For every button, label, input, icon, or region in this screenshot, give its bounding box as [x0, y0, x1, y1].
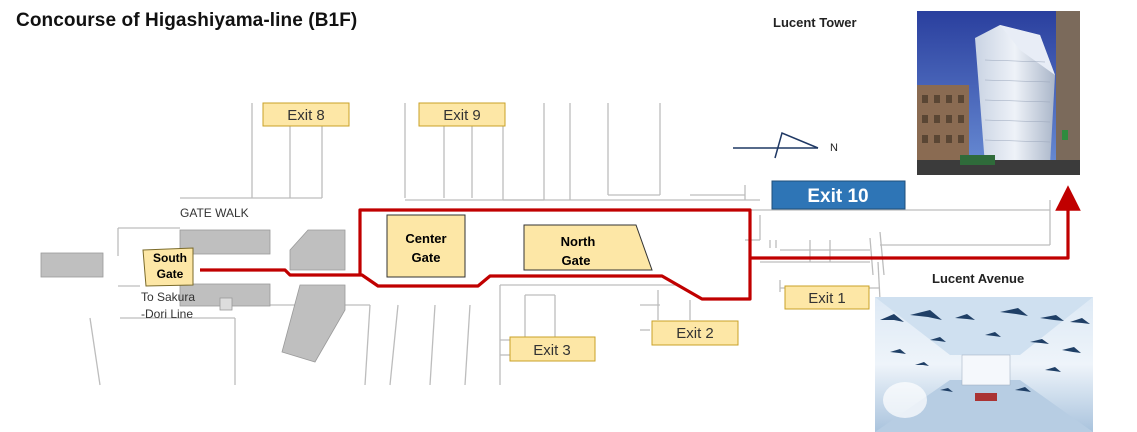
exit-1-sign[interactable]: Exit 1: [784, 285, 870, 310]
exit-10-label: Exit 10: [807, 186, 868, 207]
lucent-avenue-photo: [875, 297, 1093, 432]
center-gate-label-2: Gate: [412, 250, 441, 265]
lucent-tower-label: Lucent Tower: [773, 15, 857, 30]
south-gate: South Gate: [142, 247, 194, 287]
north-gate-label-2: Gate: [562, 253, 591, 268]
north-gate: North Gate: [523, 224, 653, 271]
exit-8-sign[interactable]: Exit 8: [262, 102, 350, 127]
to-sakura-label-2: -Dori Line: [141, 307, 193, 321]
route: [200, 185, 1081, 301]
north-arrow-icon: N: [733, 131, 838, 159]
exit-9-sign[interactable]: Exit 9: [418, 102, 506, 127]
center-gate-label-1: Center: [405, 231, 446, 246]
exit-1-label: Exit 1: [808, 290, 846, 307]
center-gate: Center Gate: [386, 214, 466, 278]
exit-3-label: Exit 3: [533, 342, 571, 359]
exit-10-sign[interactable]: Exit 10: [771, 180, 906, 210]
lucent-tower-photo: [917, 11, 1080, 175]
exit-2-label: Exit 2: [676, 325, 714, 342]
lucent-avenue-label: Lucent Avenue: [932, 271, 1025, 286]
south-gate-label-1: South: [153, 251, 187, 265]
exit-8-label: Exit 8: [287, 107, 325, 124]
building-blocks: [40, 229, 346, 363]
south-gate-label-2: Gate: [157, 267, 184, 281]
north-label: N: [830, 142, 838, 154]
north-gate-label-1: North: [561, 234, 596, 249]
gate-walk-label: GATE WALK: [180, 206, 249, 220]
map-title: Concourse of Higashiyama-line (B1F): [16, 10, 358, 31]
exit-9-label: Exit 9: [443, 107, 481, 124]
to-sakura-label-1: To Sakura: [141, 290, 195, 304]
exit-3-sign[interactable]: Exit 3: [509, 336, 596, 362]
exit-2-sign[interactable]: Exit 2: [651, 320, 739, 346]
